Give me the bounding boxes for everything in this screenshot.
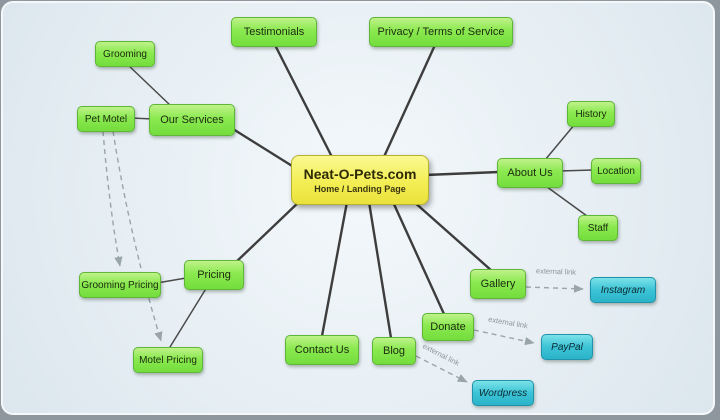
node-wordpress[interactable]: Wordpress — [472, 380, 534, 406]
node-grooming[interactable]: Grooming — [95, 41, 155, 67]
node-paypal[interactable]: PayPal — [541, 334, 593, 360]
node-privacy-terms[interactable]: Privacy / Terms of Service — [369, 17, 513, 47]
node-our-services[interactable]: Our Services — [149, 104, 235, 136]
node-location[interactable]: Location — [591, 158, 641, 184]
edge-center-privacy — [381, 43, 437, 161]
external-link-label-instagram: external link — [535, 266, 577, 277]
edge-center-pricing — [233, 198, 303, 265]
node-grooming-pricing[interactable]: Grooming Pricing — [79, 272, 161, 298]
edge-center-our-services — [223, 122, 299, 171]
site-title: Neat-O-Pets.com — [303, 166, 417, 182]
mindmap-canvas: Neat-O-Pets.com Home / Landing Page Test… — [1, 1, 715, 415]
dashed-blog-wordpress — [415, 355, 468, 383]
node-about-us[interactable]: About Us — [497, 158, 563, 188]
edge-center-about-us — [423, 170, 501, 177]
node-contact-us[interactable]: Contact Us — [285, 335, 359, 365]
connector-lines — [102, 43, 594, 383]
edge-about-us-location — [558, 169, 594, 172]
dashed-donate-paypal — [473, 329, 535, 346]
edge-center-donate — [391, 200, 446, 316]
edge-center-contact-us — [320, 200, 349, 338]
node-pet-motel[interactable]: Pet Motel — [77, 106, 135, 132]
node-staff[interactable]: Staff — [578, 215, 618, 241]
node-testimonials[interactable]: Testimonials — [231, 17, 317, 47]
edge-our-services-grooming — [126, 63, 172, 107]
dashed-gallery-instagram — [525, 284, 584, 293]
site-subtitle: Home / Landing Page — [314, 184, 406, 194]
node-gallery[interactable]: Gallery — [470, 269, 526, 299]
edge-center-gallery — [411, 199, 494, 273]
node-home-landing-page[interactable]: Neat-O-Pets.com Home / Landing Page — [291, 155, 429, 205]
node-motel-pricing[interactable]: Motel Pricing — [133, 347, 203, 373]
edge-about-us-history — [544, 123, 576, 161]
node-history[interactable]: History — [567, 101, 615, 127]
edge-pricing-motel-pricing — [169, 286, 208, 348]
dashed-pet-motel-grooming-pricing — [102, 130, 123, 267]
edge-center-blog — [367, 200, 393, 340]
edge-about-us-staff — [542, 183, 588, 217]
edge-center-testimonials — [273, 43, 335, 161]
edge-pricing-grooming-pricing — [156, 277, 187, 284]
node-instagram[interactable]: Instagram — [590, 277, 656, 303]
node-pricing[interactable]: Pricing — [184, 260, 244, 290]
node-donate[interactable]: Donate — [422, 313, 474, 341]
node-blog[interactable]: Blog — [372, 337, 416, 365]
dashed-pet-motel-motel-pricing — [112, 130, 163, 342]
